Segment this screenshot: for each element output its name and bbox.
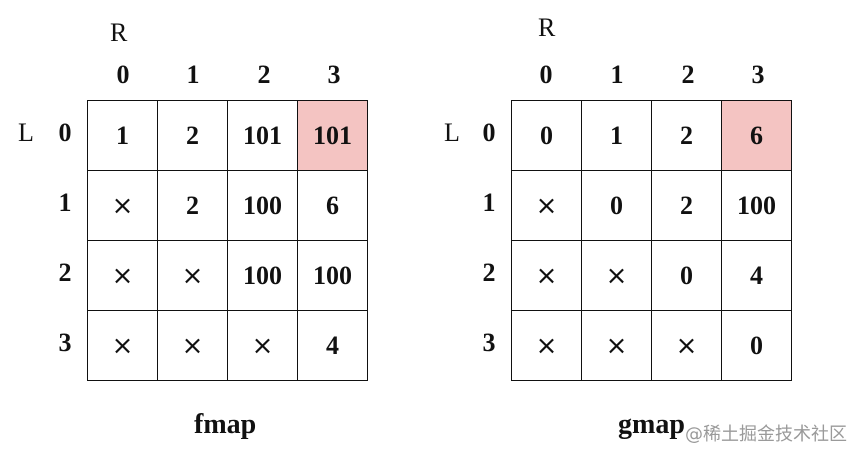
col-header: 1 (186, 60, 200, 89)
col-header: 0 (539, 60, 553, 89)
grid-cell: 100 (722, 171, 792, 241)
axis-label-l: L (18, 118, 34, 147)
grid-cell: 2 (158, 101, 228, 171)
grid-cell: 100 (228, 171, 298, 241)
grid-cell-cross: × (158, 241, 228, 311)
axis-label-r: R (110, 18, 128, 47)
grid-cell: 100 (298, 241, 368, 311)
grid-cell-highlighted: 6 (722, 101, 792, 171)
grid-cell: 1 (88, 101, 158, 171)
row-header: 2 (58, 258, 72, 287)
grid-cell-cross: × (88, 311, 158, 381)
grid-cell: 0 (582, 171, 652, 241)
grid-cell-highlighted: 101 (298, 101, 368, 171)
row-header: 3 (482, 328, 496, 357)
row-header: 1 (58, 188, 72, 217)
axis-label-r: R (538, 13, 556, 42)
grid-cell: 0 (512, 101, 582, 171)
fmap-panel: R 0 1 2 3 L 0 1 2 3 1 2 101 101 × 2 100 … (0, 0, 400, 454)
grid-cell-cross: × (512, 311, 582, 381)
grid-cell-cross: × (582, 311, 652, 381)
grid-cell-cross: × (158, 311, 228, 381)
grid-cell-cross: × (582, 241, 652, 311)
grid-cell-cross: × (228, 311, 298, 381)
grid-cell: 101 (228, 101, 298, 171)
col-header: 2 (257, 60, 271, 89)
grid-cell-cross: × (652, 311, 722, 381)
row-header: 2 (482, 258, 496, 287)
fmap-caption: fmap (194, 409, 257, 440)
grid-cell: 4 (298, 311, 368, 381)
col-header: 0 (116, 60, 130, 89)
axis-label-l: L (444, 118, 460, 147)
fmap-grid: 1 2 101 101 × 2 100 6 × × 100 100 × × × … (87, 100, 368, 381)
grid-cell: 0 (652, 241, 722, 311)
col-header: 2 (681, 60, 695, 89)
grid-cell-cross: × (88, 171, 158, 241)
grid-cell-cross: × (512, 241, 582, 311)
grid-cell: 0 (722, 311, 792, 381)
grid-cell-cross: × (512, 171, 582, 241)
grid-cell: 2 (652, 171, 722, 241)
grid-cell: 2 (158, 171, 228, 241)
grid-cell-cross: × (88, 241, 158, 311)
col-header: 3 (327, 60, 341, 89)
watermark: @稀土掘金技术社区 (685, 424, 847, 445)
grid-cell: 4 (722, 241, 792, 311)
grid-cell: 2 (652, 101, 722, 171)
gmap-caption: gmap (618, 409, 685, 440)
grid-cell: 100 (228, 241, 298, 311)
gmap-grid: 0 1 2 6 × 0 2 100 × × 0 4 × × × 0 (511, 100, 792, 381)
gmap-panel: R 0 1 2 3 L 0 1 2 3 0 1 2 6 × 0 2 100 × … (423, 0, 823, 454)
row-header: 0 (482, 118, 496, 147)
col-header: 3 (751, 60, 765, 89)
row-header: 3 (58, 328, 72, 357)
row-header: 0 (58, 118, 72, 147)
row-header: 1 (482, 188, 496, 217)
grid-cell: 1 (582, 101, 652, 171)
grid-cell: 6 (298, 171, 368, 241)
col-header: 1 (610, 60, 624, 89)
